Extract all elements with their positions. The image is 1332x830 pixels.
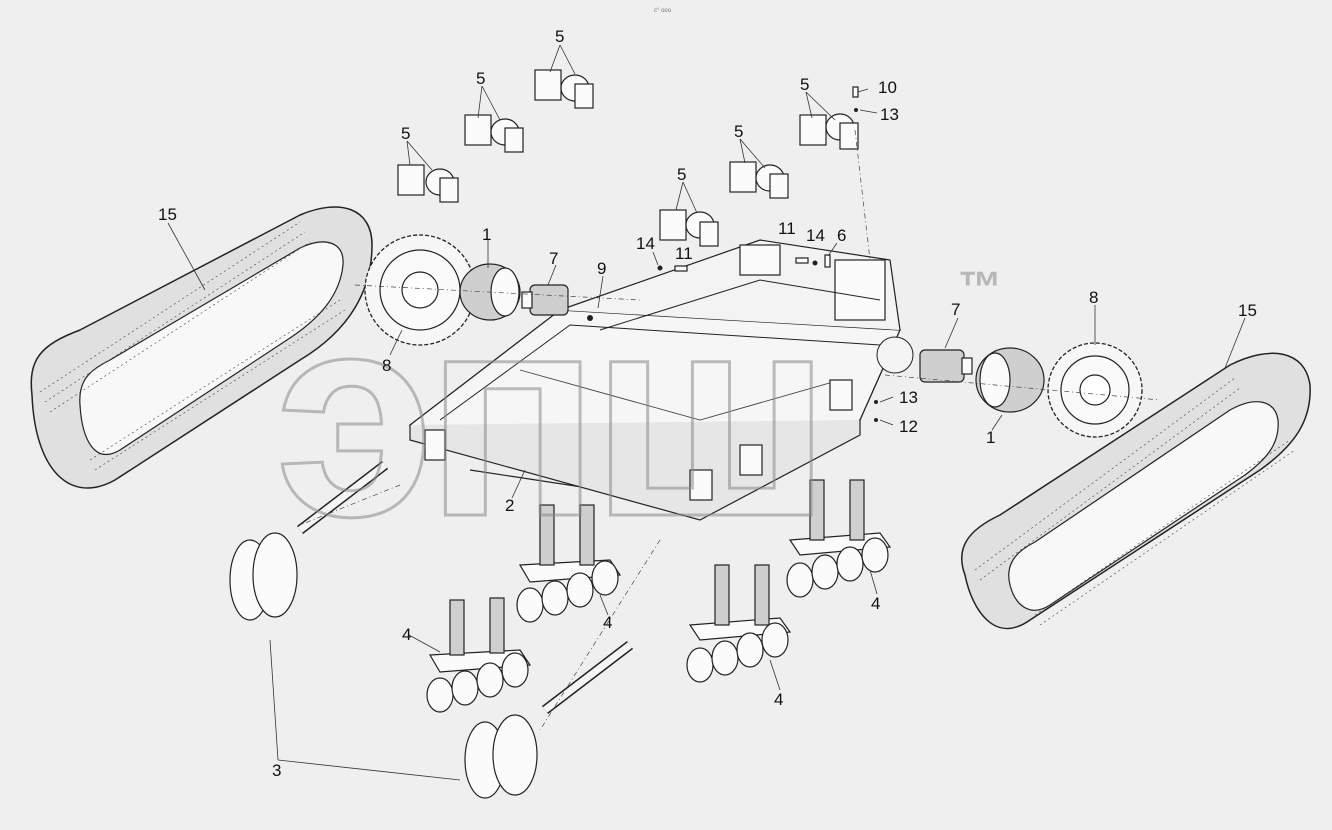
main-frame	[408, 239, 901, 521]
callout-14-b: 14	[806, 226, 825, 245]
callout-5-c: 5	[401, 124, 410, 143]
watermark-text: эпш	[275, 253, 822, 577]
top-roller-set-6	[799, 113, 859, 150]
callout-7-left: 7	[549, 249, 558, 268]
callout-5-d: 5	[677, 165, 686, 184]
callout-5-b: 5	[476, 69, 485, 88]
callout-8-left: 8	[382, 356, 391, 375]
callout-15-right: 15	[1238, 301, 1257, 320]
callout-4-b: 4	[603, 613, 612, 632]
callout-15-left: 15	[158, 205, 177, 224]
final-drive-right	[975, 347, 1045, 413]
top-roller-set-3	[534, 69, 594, 109]
callout-4-a: 4	[402, 625, 411, 644]
watermark: эпш ™	[274, 252, 1003, 579]
header-mini-text: c° ooo	[654, 8, 672, 14]
callout-13-b: 13	[899, 388, 918, 407]
right-track	[960, 352, 1311, 630]
assembly-center-lines	[299, 129, 1161, 731]
callout-1-left: 1	[482, 225, 491, 244]
callout-11-b: 11	[778, 219, 796, 238]
bogie-assembly-4	[786, 479, 892, 598]
callout-7-right: 7	[951, 300, 960, 319]
watermark-trademark: ™	[958, 263, 1002, 312]
callout-13-a: 13	[880, 105, 899, 124]
bogie-assembly-2	[516, 504, 622, 623]
callout-9: 9	[597, 259, 606, 278]
callout-5-a: 5	[555, 27, 564, 46]
left-track	[30, 206, 373, 489]
callout-10: 10	[878, 78, 897, 97]
callout-4-c: 4	[774, 690, 783, 709]
callout-14-a: 14	[636, 234, 655, 253]
callout-5-f: 5	[800, 75, 809, 94]
bogie-assembly-3	[686, 564, 792, 683]
sprocket-right	[1047, 342, 1143, 438]
fasteners	[587, 86, 878, 422]
callout-2: 2	[505, 496, 514, 515]
callout-6: 6	[837, 226, 846, 245]
bogie-assembly-1	[426, 597, 532, 713]
top-roller-set-4	[659, 209, 719, 247]
callout-5-e: 5	[734, 122, 743, 141]
callout-12: 12	[899, 417, 918, 436]
callout-4-d: 4	[871, 594, 880, 613]
callout-11-a: 11	[675, 244, 693, 263]
callout-3: 3	[272, 761, 281, 780]
callout-labels: 15 15 1 1 2 3 4 4 4 4 5 5 5 5 5 5 6 7 7 …	[158, 27, 1257, 780]
top-roller-set-2	[464, 114, 524, 153]
callout-8-right: 8	[1089, 288, 1098, 307]
leader-lines	[167, 44, 1246, 781]
sprocket-frame-right	[876, 336, 914, 374]
top-roller-set-1	[397, 164, 459, 203]
hydraulic-motor-left	[521, 284, 569, 316]
hydraulic-motor-right	[919, 349, 973, 383]
top-roller-set-5	[729, 161, 789, 199]
callout-1-right: 1	[986, 428, 995, 447]
